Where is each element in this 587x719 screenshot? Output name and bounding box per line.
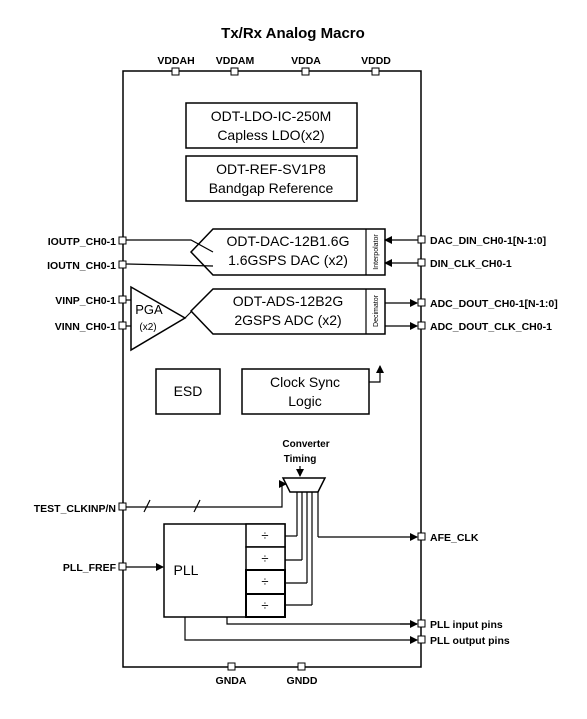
- divider-2-symbol: ÷: [261, 551, 268, 566]
- clock-sync-block: [241, 368, 370, 415]
- pin-vdda-label: VDDA: [291, 55, 321, 67]
- pga-amplifier: [130, 285, 187, 352]
- pin-gnda-pad: [227, 662, 236, 671]
- pin-gnda-label: GNDA: [216, 675, 247, 687]
- pin-gndd-pad: [297, 662, 306, 671]
- pin-ioutp-label: IOUTP_CH0-1: [48, 236, 116, 248]
- pin-vddam-label: VDDAM: [216, 55, 255, 67]
- adc-subtitle: 2GSPS ADC (x2): [234, 312, 341, 328]
- interpolator-label: Interpolator: [373, 234, 380, 270]
- ioutn-wire: [125, 263, 214, 267]
- dac-title: ODT-DAC-12B1.6G: [227, 233, 350, 249]
- pin-vinp-pad: [118, 295, 127, 304]
- pga-label: PGA: [135, 302, 163, 317]
- pin-vddd-pad: [371, 67, 380, 76]
- clock-mux: [281, 477, 327, 493]
- pin-din-clk-pad: [417, 258, 426, 267]
- decimator-label: Decimator: [373, 294, 380, 327]
- pin-vddam-pad: [230, 67, 239, 76]
- dac-block: [189, 228, 386, 276]
- pin-vddah-label: VDDAH: [157, 55, 194, 67]
- test-clk-bus-slash: [143, 499, 151, 513]
- ldo-title: ODT-LDO-IC-250M: [211, 108, 332, 124]
- test-clk-bus-slash-2: [193, 499, 201, 513]
- test-clk-wire: [126, 480, 287, 508]
- pin-adc-dout-label: ADC_DOUT_CH0-1[N-1:0]: [430, 298, 558, 310]
- pin-pll-out-label: PLL output pins: [430, 635, 510, 647]
- esd-label: ESD: [174, 383, 203, 399]
- pll-divider-3: [245, 569, 286, 595]
- clock-sync-out-wire: [369, 365, 384, 383]
- pin-din-clk-label: DIN_CLK_CH0-1: [430, 258, 512, 270]
- pll-output-wire: [184, 617, 418, 644]
- pin-test-clk-label: TEST_CLKINP/N: [34, 503, 116, 515]
- clock-sync-subtitle: Logic: [288, 393, 321, 409]
- pin-dac-din-label: DAC_DIN_CH0-1[N-1:0]: [430, 235, 546, 247]
- pin-pll-in-label: PLL input pins: [430, 619, 503, 631]
- dac-subtitle: 1.6GSPS DAC (x2): [228, 252, 348, 268]
- bandgap-block: [185, 155, 358, 202]
- adc-title: ODT-ADS-12B2G: [233, 293, 343, 309]
- pin-afe-clk-label: AFE_CLK: [430, 532, 479, 544]
- pin-adc-dout-clk-label: ADC_DOUT_CLK_CH0-1: [430, 321, 552, 333]
- clock-sync-title: Clock Sync: [270, 374, 340, 390]
- pll-divider-4: [245, 593, 286, 618]
- pin-pll-out-pad: [417, 635, 426, 644]
- pin-dac-din-pad: [417, 235, 426, 244]
- divider-4-symbol: ÷: [261, 598, 268, 613]
- pga-count: (x2): [139, 322, 156, 333]
- pin-adc-dout-pad: [417, 298, 426, 307]
- pin-ioutp-pad: [118, 236, 127, 245]
- adc-block: [189, 288, 386, 335]
- pin-pll-in-pad: [417, 619, 426, 628]
- pin-ioutn-label: IOUTN_CH0-1: [47, 260, 116, 272]
- bandgap-title: ODT-REF-SV1P8: [216, 161, 326, 177]
- divider-3-symbol: ÷: [261, 574, 268, 589]
- pll-label: PLL: [174, 562, 199, 578]
- pin-vddd-label: VDDD: [361, 55, 391, 67]
- pga-to-adc-wire: [184, 310, 193, 319]
- converter-timing-title: Converter: [282, 439, 329, 450]
- divider-1-symbol: ÷: [261, 528, 268, 543]
- pin-pll-fref-label: PLL_FREF: [63, 562, 117, 574]
- ldo-block: [185, 102, 358, 149]
- pin-test-clk-pad: [118, 502, 127, 511]
- ioutp-wire: [126, 239, 214, 253]
- diagram-title: Tx/Rx Analog Macro: [221, 25, 365, 42]
- pin-vinp-label: VINP_CH0-1: [55, 295, 116, 307]
- pin-pll-fref-pad: [118, 562, 127, 571]
- pin-vdda-pad: [301, 67, 310, 76]
- esd-block: [155, 368, 221, 415]
- pin-adc-dout-clk-pad: [417, 321, 426, 330]
- pll-input-wire: [226, 617, 417, 625]
- pin-vinn-label: VINN_CH0-1: [55, 321, 116, 333]
- bandgap-subtitle: Bandgap Reference: [209, 180, 334, 196]
- pin-vinn-pad: [118, 321, 127, 330]
- converter-timing-subtitle: Timing: [284, 454, 317, 465]
- pin-afe-clk-pad: [417, 532, 426, 541]
- pin-ioutn-pad: [118, 260, 127, 269]
- pin-gndd-label: GNDD: [287, 675, 318, 687]
- ldo-subtitle: Capless LDO(x2): [217, 127, 324, 143]
- macro-outline: [122, 70, 422, 668]
- pin-vddah-pad: [171, 67, 180, 76]
